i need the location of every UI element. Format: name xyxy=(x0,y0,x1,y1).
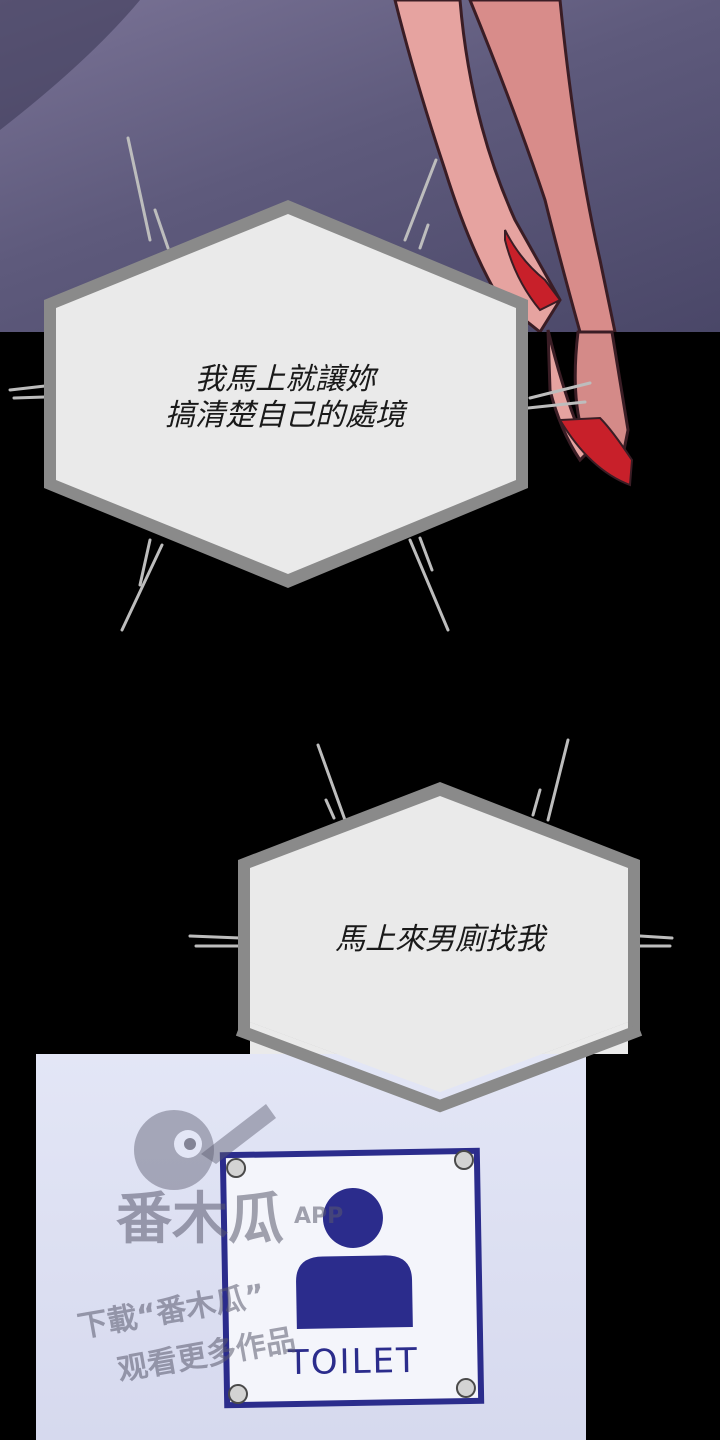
bubble-2-text: 馬上來男廁找我 xyxy=(335,922,545,957)
bubble-1-line-1: 我馬上就讓妳 xyxy=(195,362,375,397)
screw-icon xyxy=(455,1377,477,1399)
bubble-1-line-2: 搞清楚自己的處境 xyxy=(165,398,405,433)
bottom-panel: TOILET 番木瓜 APP 下載“番木瓜” 观看更多作品 xyxy=(36,1054,586,1440)
watermark-logo-icon xyxy=(134,1104,276,1190)
watermark-logo-text: 番木瓜 xyxy=(116,1187,284,1252)
screw-icon xyxy=(227,1383,249,1405)
legs-illustration xyxy=(0,0,617,332)
heel-illustration xyxy=(546,329,634,487)
watermark-app-text: APP xyxy=(294,1204,344,1229)
male-figure-icon xyxy=(296,1187,413,1329)
toilet-sign: TOILET xyxy=(219,1147,485,1409)
bubble-1-text: 我馬上就讓妳 搞清楚自己的處境 xyxy=(90,362,480,434)
